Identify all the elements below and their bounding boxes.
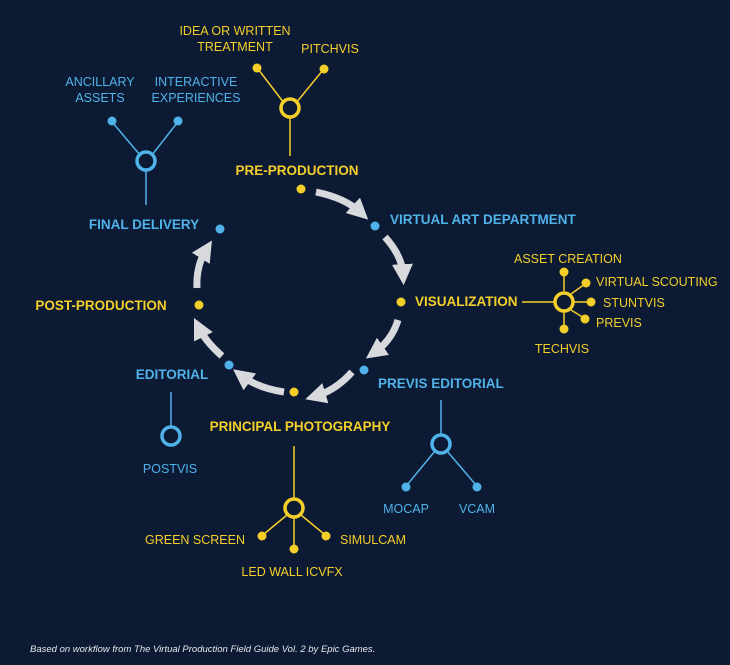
hub-node [135, 150, 157, 172]
stage-final-delivery: FINAL DELIVERY [89, 217, 199, 232]
label-mocap: MOCAP [383, 502, 429, 516]
arrow-principal-to-editorial [233, 369, 285, 396]
leaf-node [252, 63, 262, 73]
hub-node [160, 425, 182, 447]
label-interactive: INTERACTIVE [155, 75, 238, 89]
leaf-node [580, 314, 590, 324]
label-stuntvis: STUNTVIS [603, 296, 665, 310]
hub-node [283, 497, 305, 519]
label-pitchvis: PITCHVIS [301, 42, 359, 56]
dot-editorial [224, 360, 234, 370]
branch-visualization [522, 267, 596, 334]
stage-editorial: EDITORIAL [136, 367, 209, 382]
leaf-node [581, 278, 591, 288]
label-asset-creation: ASSET CREATION [514, 252, 622, 266]
arrow-preprod-to-vad [315, 188, 369, 220]
label-ancillary: ANCILLARY [65, 75, 135, 89]
branch-principal-photography [257, 446, 331, 554]
stage-post-production: POST-PRODUCTION [35, 298, 166, 313]
dot-post-production [194, 300, 204, 310]
leaf-node [173, 116, 183, 126]
arrow-vad-to-visualization [382, 234, 413, 286]
dot-pre-production [296, 184, 306, 194]
leaf-node [319, 64, 329, 74]
stage-visualization: VISUALIZATION [415, 294, 518, 309]
label-treatment: TREATMENT [197, 40, 273, 54]
label-virtual-scouting: VIRTUAL SCOUTING [596, 275, 718, 289]
label-simulcam: SIMULCAM [340, 533, 406, 547]
stage-labels: PRE-PRODUCTION VIRTUAL ART DEPARTMENT VI… [35, 163, 576, 434]
label-assets: ASSETS [75, 91, 124, 105]
stage-dots [194, 184, 406, 397]
hub-node [279, 97, 301, 119]
branch-editorial [160, 392, 182, 447]
footnote: Based on workflow from The Virtual Produ… [30, 644, 376, 655]
leaf-node [559, 267, 569, 277]
label-vcam: VCAM [459, 502, 495, 516]
arrow-previs-editorial-to-principal [305, 369, 355, 404]
arrow-postprod-to-final [191, 240, 212, 289]
stage-previs-editorial: PREVIS EDITORIAL [378, 376, 504, 391]
label-idea: IDEA OR WRITTEN [179, 24, 290, 38]
leaf-node [257, 531, 267, 541]
branch-final-delivery [107, 116, 183, 205]
leaf-node [586, 297, 596, 307]
label-experiences: EXPERIENCES [152, 91, 241, 105]
label-led-wall: LED WALL ICVFX [241, 565, 343, 579]
label-previs: PREVIS [596, 316, 642, 330]
arrow-editorial-to-postprod [193, 317, 225, 359]
leaf-node [401, 482, 411, 492]
leaf-node [107, 116, 117, 126]
stage-pre-production: PRE-PRODUCTION [235, 163, 358, 178]
hub-node [553, 291, 575, 313]
leaf-node [559, 324, 569, 334]
cycle-arrows [191, 188, 413, 404]
stage-principal-photography: PRINCIPAL PHOTOGRAPHY [210, 419, 391, 434]
dot-final-delivery [215, 224, 225, 234]
dot-visualization [396, 297, 406, 307]
stage-virtual-art-department: VIRTUAL ART DEPARTMENT [390, 212, 576, 227]
dot-previs-editorial [359, 365, 369, 375]
branch-previs-editorial [401, 400, 482, 492]
label-postvis: POSTVIS [143, 462, 197, 476]
arrow-visualization-to-previs-editorial [365, 318, 402, 359]
leaf-node [472, 482, 482, 492]
branch-pre-production [252, 63, 329, 156]
dot-principal-photography [289, 387, 299, 397]
label-green-screen: GREEN SCREEN [145, 533, 245, 547]
leaf-node [289, 544, 299, 554]
label-techvis: TECHVIS [535, 342, 589, 356]
dot-virtual-art-department [370, 221, 380, 231]
leaf-node [321, 531, 331, 541]
hub-node [430, 433, 452, 455]
